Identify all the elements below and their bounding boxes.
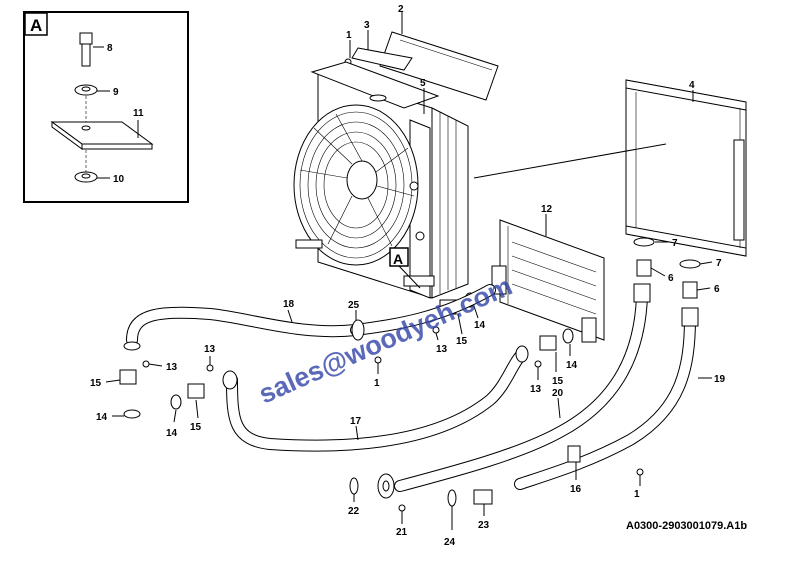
detail-marker-a: A [393,251,403,267]
callout-19: 19 [714,374,726,385]
nipple-icon [473,489,493,505]
hose-20: 20 21 22 [348,283,651,538]
callout-14: 14 [566,360,578,371]
callout-24: 24 [444,537,456,548]
callout-20: 20 [552,388,564,399]
callout-7: 7 [716,258,722,269]
callout-13: 13 [166,362,178,373]
callout-2: 2 [398,4,404,15]
watermark: sales@woodyeh.com [254,271,516,410]
callout-14: 14 [166,428,178,439]
inset-label: A [30,16,42,35]
nipple-icon [636,259,652,277]
callout-14: 14 [96,412,108,423]
charge-air-cooler: 4 [473,79,747,257]
right-clamp-group: 13 15 14 [530,328,578,395]
callout-16: 16 [570,484,582,495]
hose-18: 18 [123,299,362,351]
clamp-icon [351,319,365,341]
bolt-icon [79,32,93,67]
callout-8: 8 [107,43,113,54]
hose-19: 19 16 1 [514,307,726,500]
left-clamp-group: 13 15 14 [90,360,178,423]
callout-6: 6 [714,284,720,295]
callout-15: 15 [190,422,202,433]
callout-1: 1 [374,378,380,389]
washer-icon [679,259,701,269]
callout-11: 11 [133,108,144,119]
hose-upper-pipe: 25 1 [348,284,496,389]
callout-7: 7 [672,238,678,249]
callout-23: 23 [478,520,490,531]
callout-25: 25 [348,300,360,311]
clamp-icon [567,445,581,463]
callout-3: 3 [364,20,370,31]
callout-21: 21 [396,527,408,538]
fittings-23-24: 23 24 [444,489,493,548]
nipple-icon [682,281,698,299]
mid-clamp-group: 13 14 15 [166,344,216,439]
oil-cooler: 12 [491,204,605,343]
figure-code: A0300-2903001079.A1b [626,520,747,532]
callout-4: 4 [689,80,695,91]
callout-15: 15 [90,378,102,389]
shroud-bracket: 2 3 1 [344,4,499,101]
callout-18: 18 [283,299,295,310]
callout-9: 9 [113,87,119,98]
callout-5: 5 [420,78,426,89]
callout-6: 6 [668,273,674,284]
inset-detail-a: A 8 9 11 10 [23,11,189,203]
hose-17: 17 [222,345,529,452]
fittings-6-7: 7 6 7 6 [633,237,722,299]
callout-1: 1 [634,489,640,500]
callout-1: 1 [346,30,352,41]
clamp-icon [119,369,137,385]
callout-14: 14 [474,320,486,331]
callout-13: 13 [204,344,216,355]
callout-10: 10 [113,174,125,185]
callout-15: 15 [456,336,468,347]
callout-22: 22 [348,506,360,517]
clamp-icon [539,335,557,351]
radiator-fan-assembly: 5 A [293,61,469,299]
clamp-icon [187,383,205,399]
washer-icon [633,237,655,247]
callout-12: 12 [541,204,553,215]
callout-13: 13 [530,384,542,395]
callout-13: 13 [436,344,448,355]
callout-17: 17 [350,416,362,427]
callout-15: 15 [552,376,564,387]
